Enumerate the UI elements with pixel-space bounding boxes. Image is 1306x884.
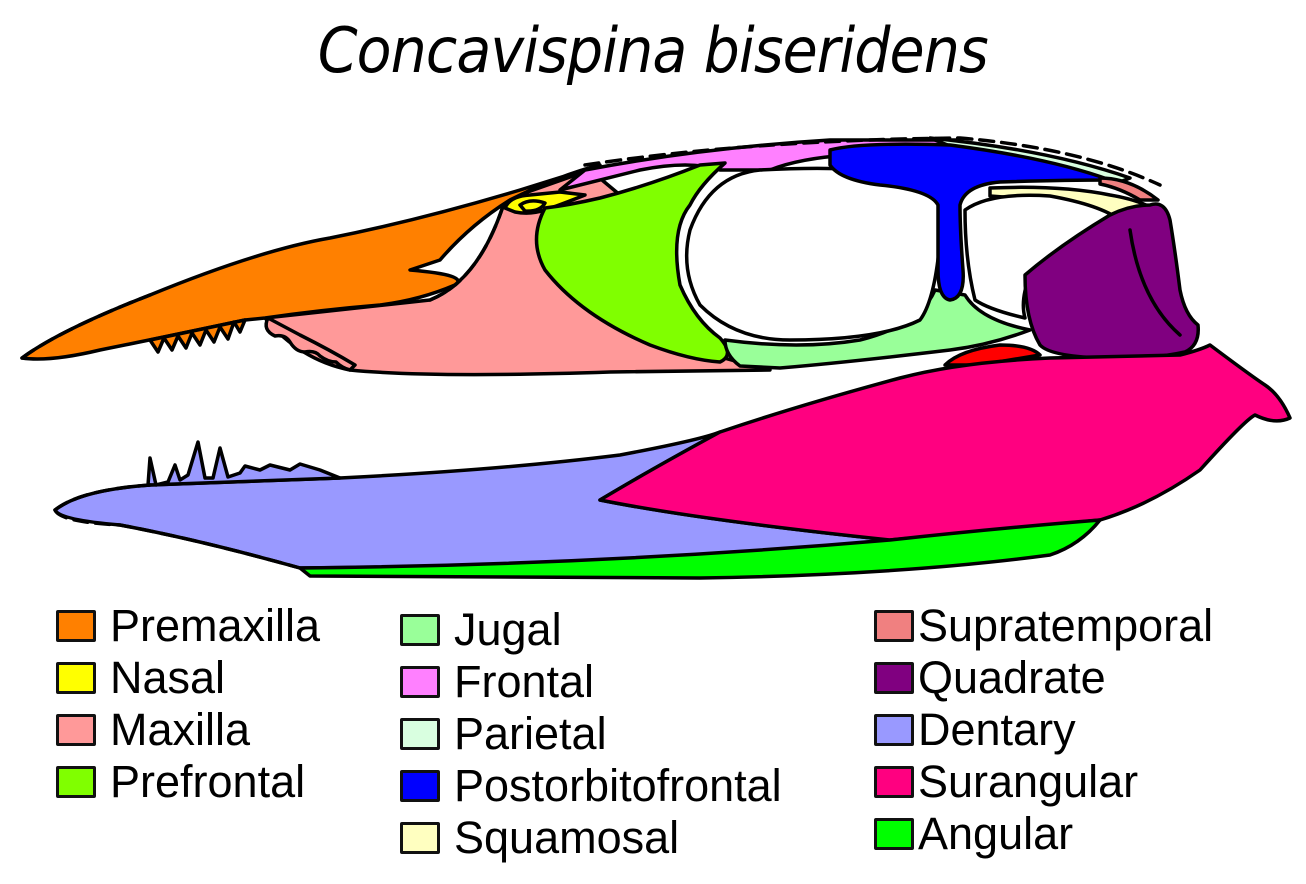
legend-label: Squamosal — [454, 812, 680, 863]
legend-label: Quadrate — [918, 652, 1106, 703]
legend-item: Frontal — [400, 656, 782, 708]
legend-item: Nasal — [56, 652, 320, 704]
maxilla-teeth — [264, 316, 357, 372]
legend-label: Parietal — [454, 708, 607, 759]
legend-item: Postorbitofrontal — [400, 760, 782, 812]
legend-label: Frontal — [454, 656, 595, 707]
postorbitofrontal-bone — [828, 142, 1112, 302]
diagram-title: Concavispina biseridens — [317, 14, 989, 87]
legend-label: Surangular — [918, 756, 1139, 807]
legend-item: Premaxilla — [56, 600, 320, 652]
legend-label: Dentary — [918, 704, 1076, 755]
legend-label: Premaxilla — [110, 600, 321, 651]
dentary-teeth — [146, 440, 342, 487]
legend-swatch — [874, 714, 914, 746]
orbit-opening — [684, 166, 943, 342]
legend-swatch — [400, 822, 440, 854]
legend-swatch — [874, 662, 914, 694]
nasal-bone — [503, 190, 587, 215]
legend-item: Jugal — [400, 604, 782, 656]
legend-item: Surangular — [874, 756, 1213, 808]
surangular-bone — [598, 343, 1292, 542]
legend-item: Squamosal — [400, 812, 782, 864]
legend-item: Prefrontal — [56, 756, 320, 808]
legend-swatch — [56, 766, 96, 798]
legend-swatch — [400, 614, 440, 646]
legend-item: Dentary — [874, 704, 1213, 756]
legend-swatch — [400, 770, 440, 802]
legend-item: Quadrate — [874, 652, 1213, 704]
legend-item: Supratemporal — [874, 600, 1213, 652]
dashed-outline-dentary — [53, 483, 302, 570]
legend-label: Postorbitofrontal — [454, 760, 782, 811]
dashed-outline-top — [20, 136, 1162, 360]
legend-item: Angular — [874, 808, 1213, 860]
legend-swatch — [56, 714, 96, 746]
legend-swatch — [400, 666, 440, 698]
prefrontal-bone — [534, 161, 730, 364]
legend-column-2: Jugal Frontal Parietal Postorbitofrontal… — [400, 604, 782, 864]
legend-label: Prefrontal — [110, 756, 306, 807]
legend-label: Angular — [918, 808, 1074, 859]
legend-column-1: Premaxilla Nasal Maxilla Prefrontal — [56, 600, 320, 808]
skull-diagram — [20, 136, 1292, 580]
legend-item: Parietal — [400, 708, 782, 760]
red-element — [943, 343, 1042, 367]
legend-label: Maxilla — [110, 704, 251, 755]
legend-label: Supratemporal — [918, 600, 1214, 651]
premaxilla-teeth — [148, 318, 247, 354]
jugal-bone — [723, 288, 1032, 370]
supratemporal-bone — [1098, 176, 1160, 202]
legend-swatch — [874, 818, 914, 850]
legend-swatch — [874, 766, 914, 798]
quadrate-bone — [1023, 202, 1200, 361]
legend-swatch — [874, 610, 914, 642]
angular-bone — [298, 518, 1102, 580]
legend-label: Jugal — [454, 604, 562, 655]
legend-column-3: Supratemporal Quadrate Dentary Surangula… — [874, 600, 1213, 860]
legend-swatch — [400, 718, 440, 750]
quadrate-ridge — [1128, 228, 1182, 337]
legend-item: Maxilla — [56, 704, 320, 756]
legend-swatch — [56, 662, 96, 694]
legend-swatch — [56, 610, 96, 642]
legend-label: Nasal — [110, 652, 226, 703]
